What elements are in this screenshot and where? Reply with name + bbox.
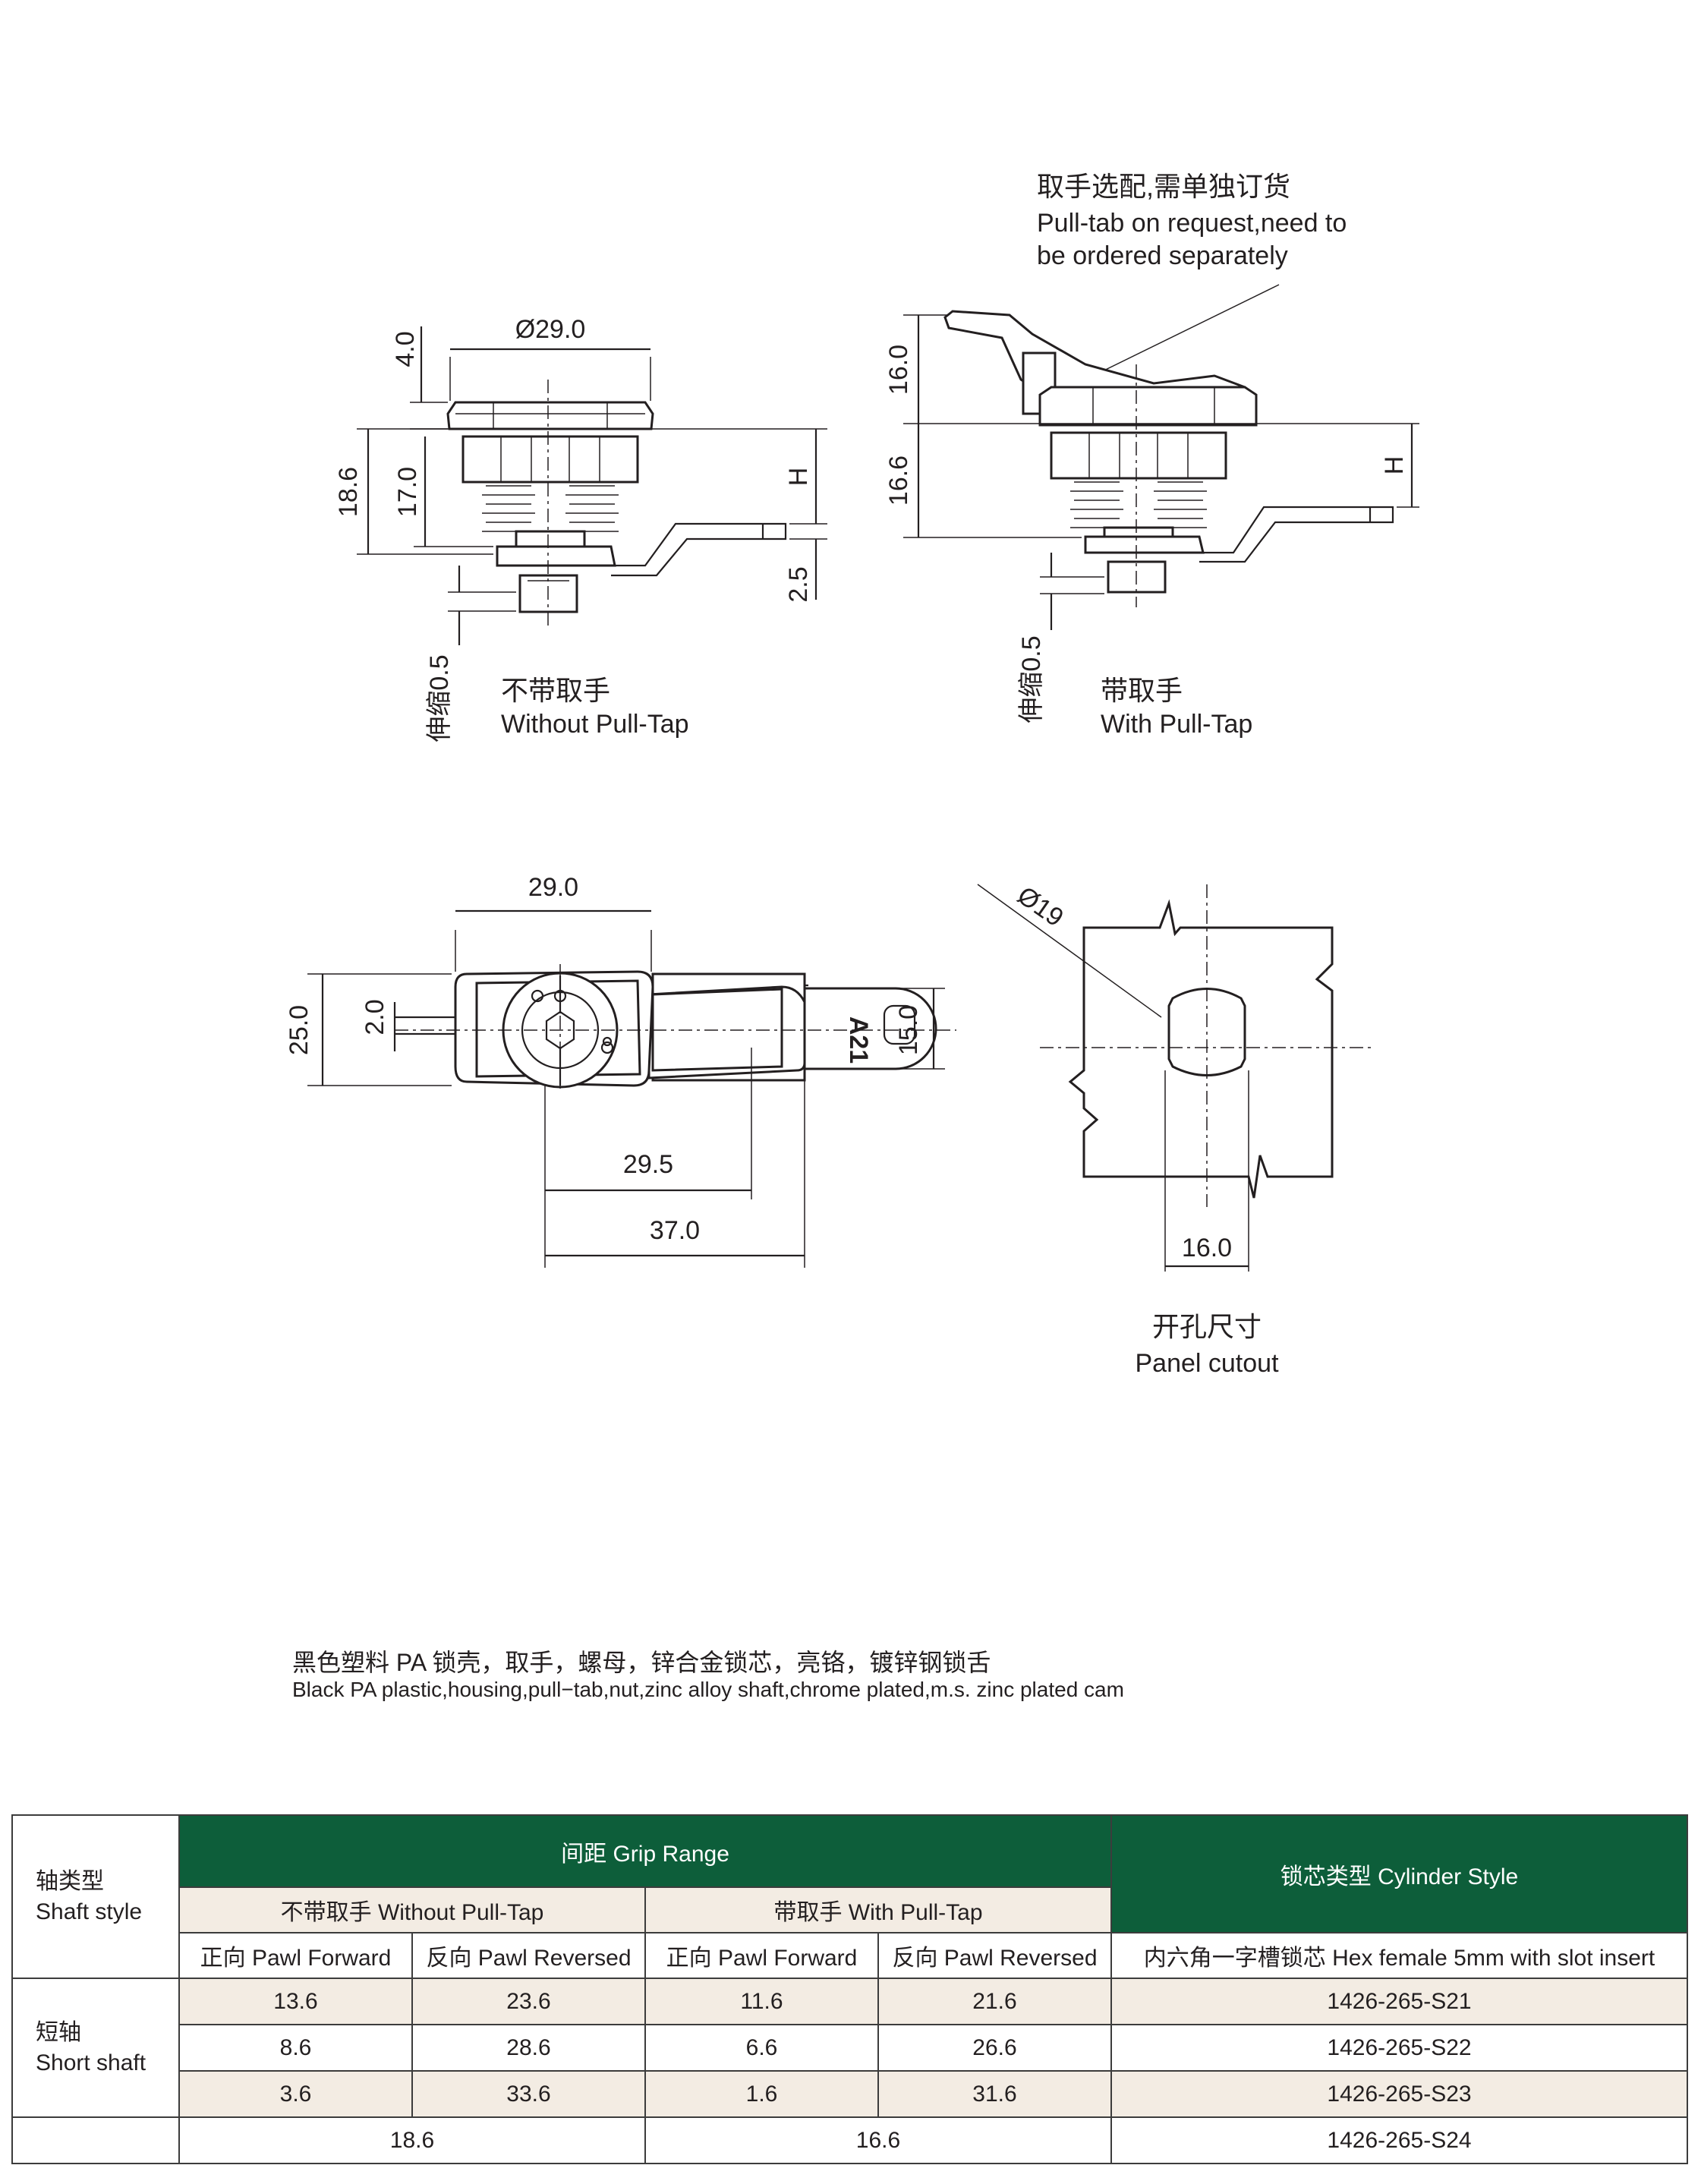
cell-without: 18.6 [178, 2116, 646, 2164]
cell-wo-fwd: 13.6 [178, 1978, 413, 2025]
cell-code: 1426-265-S22 [1110, 2024, 1688, 2072]
pawl-forward-header-1: 正向 Pawl Forward [178, 1932, 413, 1979]
cell-w-rev: 31.6 [877, 2070, 1112, 2118]
side-view-with-pull-tab: 取手选配,需单独订货 Pull-tab on request,need to b… [884, 171, 1419, 739]
table-row: 3.6 33.6 1.6 31.6 1426-265-S23 [12, 2070, 1688, 2118]
dim-H-left: H [784, 468, 813, 487]
grip-range-table: 轴类型 Shaft style 间距 Grip Range 锁芯类型 Cylin… [11, 1814, 1688, 2164]
dim-offset-2: 2.0 [361, 999, 389, 1035]
note-cn: 取手选配,需单独订货 [1037, 171, 1290, 202]
cell-code: 1426-265-S21 [1110, 1978, 1688, 2025]
insert-header: 内六角一字槽锁芯 Hex female 5mm with slot insert [1110, 1932, 1688, 1979]
dim-H-right: H [1380, 456, 1409, 475]
dim-stretch-right: 伸缩0.5 [1017, 635, 1046, 723]
dim-16-6: 16.6 [884, 455, 913, 506]
cell-with: 16.6 [644, 2116, 1112, 2164]
pawl-reversed-header-1: 反向 Pawl Reversed [411, 1932, 646, 1979]
caption-without-cn: 不带取手 [501, 675, 610, 706]
cell-w-fwd: 1.6 [644, 2070, 879, 2118]
with-pull-tap-header: 带取手 With Pull-Tap [644, 1886, 1112, 1933]
dim-stretch-left: 伸缩0.5 [425, 654, 454, 742]
caption-cutout-cn: 开孔尺寸 [1152, 1311, 1262, 1342]
material-cn: 黑色塑料 PA 锁壳，取手，螺母，锌合金锁芯，亮铬，镀锌钢锁舌 [292, 1649, 991, 1676]
material-en: Black PA plastic,housing,pull−tab,nut,zi… [292, 1678, 1124, 1701]
dim-cam-15: 15.0 [894, 1005, 923, 1055]
dim-18-6: 18.6 [334, 467, 363, 517]
cell-w-fwd: 11.6 [644, 1978, 879, 2025]
cell-wo-rev: 23.6 [411, 1978, 646, 2025]
dim-29-5: 29.5 [623, 1150, 673, 1179]
dim-37: 37.0 [650, 1216, 700, 1245]
caption-cutout-en: Panel cutout [1135, 1349, 1279, 1378]
dim-2-5: 2.5 [784, 566, 813, 602]
without-pull-tap-header: 不带取手 Without Pull-Tap [178, 1886, 646, 1933]
cell-w-rev: 26.6 [877, 2024, 1112, 2072]
dim-4: 4.0 [391, 331, 420, 367]
cell-code: 1426-265-S23 [1110, 2070, 1688, 2118]
caption-without-en: Without Pull-Tap [501, 710, 689, 739]
dim-height-25: 25.0 [285, 1005, 313, 1055]
cell-w-fwd: 6.6 [644, 2024, 879, 2072]
dim-width-29: 29.0 [528, 873, 578, 902]
dim-diameter-29: Ø29.0 [515, 315, 586, 344]
pawl-reversed-header-2: 反向 Pawl Reversed [877, 1932, 1112, 1979]
material-notes: 黑色塑料 PA 锁壳，取手，螺母，锌合金锁芯，亮铬，镀锌钢锁舌 Black PA… [292, 1649, 1583, 1703]
panel-cutout-view: Ø19 16.0 开孔尺寸 Panel cutout [977, 881, 1374, 1378]
caption-with-en: With Pull-Tap [1101, 710, 1252, 739]
front-view: A21 29.0 25.0 2.0 15.0 [285, 873, 956, 1268]
cylinder-style-header: 锁芯类型 Cylinder Style [1110, 1814, 1688, 1933]
table-row: 8.6 28.6 6.6 26.6 1426-265-S22 [12, 2024, 1688, 2072]
note-en-2: be ordered separately [1037, 241, 1288, 270]
empty-shaft-cell [11, 2116, 180, 2164]
cam-mark: A21 [844, 1016, 873, 1064]
dim-17: 17.0 [393, 467, 422, 517]
dim-cutout-16: 16.0 [1182, 1234, 1232, 1262]
side-view-without-pull-tab: Ø29.0 4.0 18.6 17.0 H 2.5 伸缩0.5 不带取手 Wit… [334, 315, 827, 742]
pawl-forward-header-2: 正向 Pawl Forward [644, 1932, 879, 1979]
cell-w-rev: 21.6 [877, 1978, 1112, 2025]
dim-cutout-diameter: Ø19 [1012, 881, 1068, 932]
cell-code: 1426-265-S24 [1110, 2116, 1688, 2164]
cell-wo-fwd: 8.6 [178, 2024, 413, 2072]
cell-wo-rev: 33.6 [411, 2070, 646, 2118]
table-row: 短轴 Short shaft 13.6 23.6 11.6 21.6 1426-… [11, 1978, 1688, 2118]
cell-wo-fwd: 3.6 [178, 2070, 413, 2118]
short-shaft-label: 短轴 Short shaft [11, 1978, 180, 2118]
table-row: 18.6 16.6 1426-265-S24 [11, 2116, 1688, 2164]
note-en-1: Pull-tab on request,need to [1037, 209, 1347, 238]
cell-wo-rev: 28.6 [411, 2024, 646, 2072]
shaft-style-header: 轴类型 Shaft style [11, 1814, 180, 1979]
dim-16: 16.0 [884, 345, 913, 395]
caption-with-cn: 带取手 [1101, 675, 1183, 706]
grip-range-header: 间距 Grip Range [178, 1814, 1112, 1888]
